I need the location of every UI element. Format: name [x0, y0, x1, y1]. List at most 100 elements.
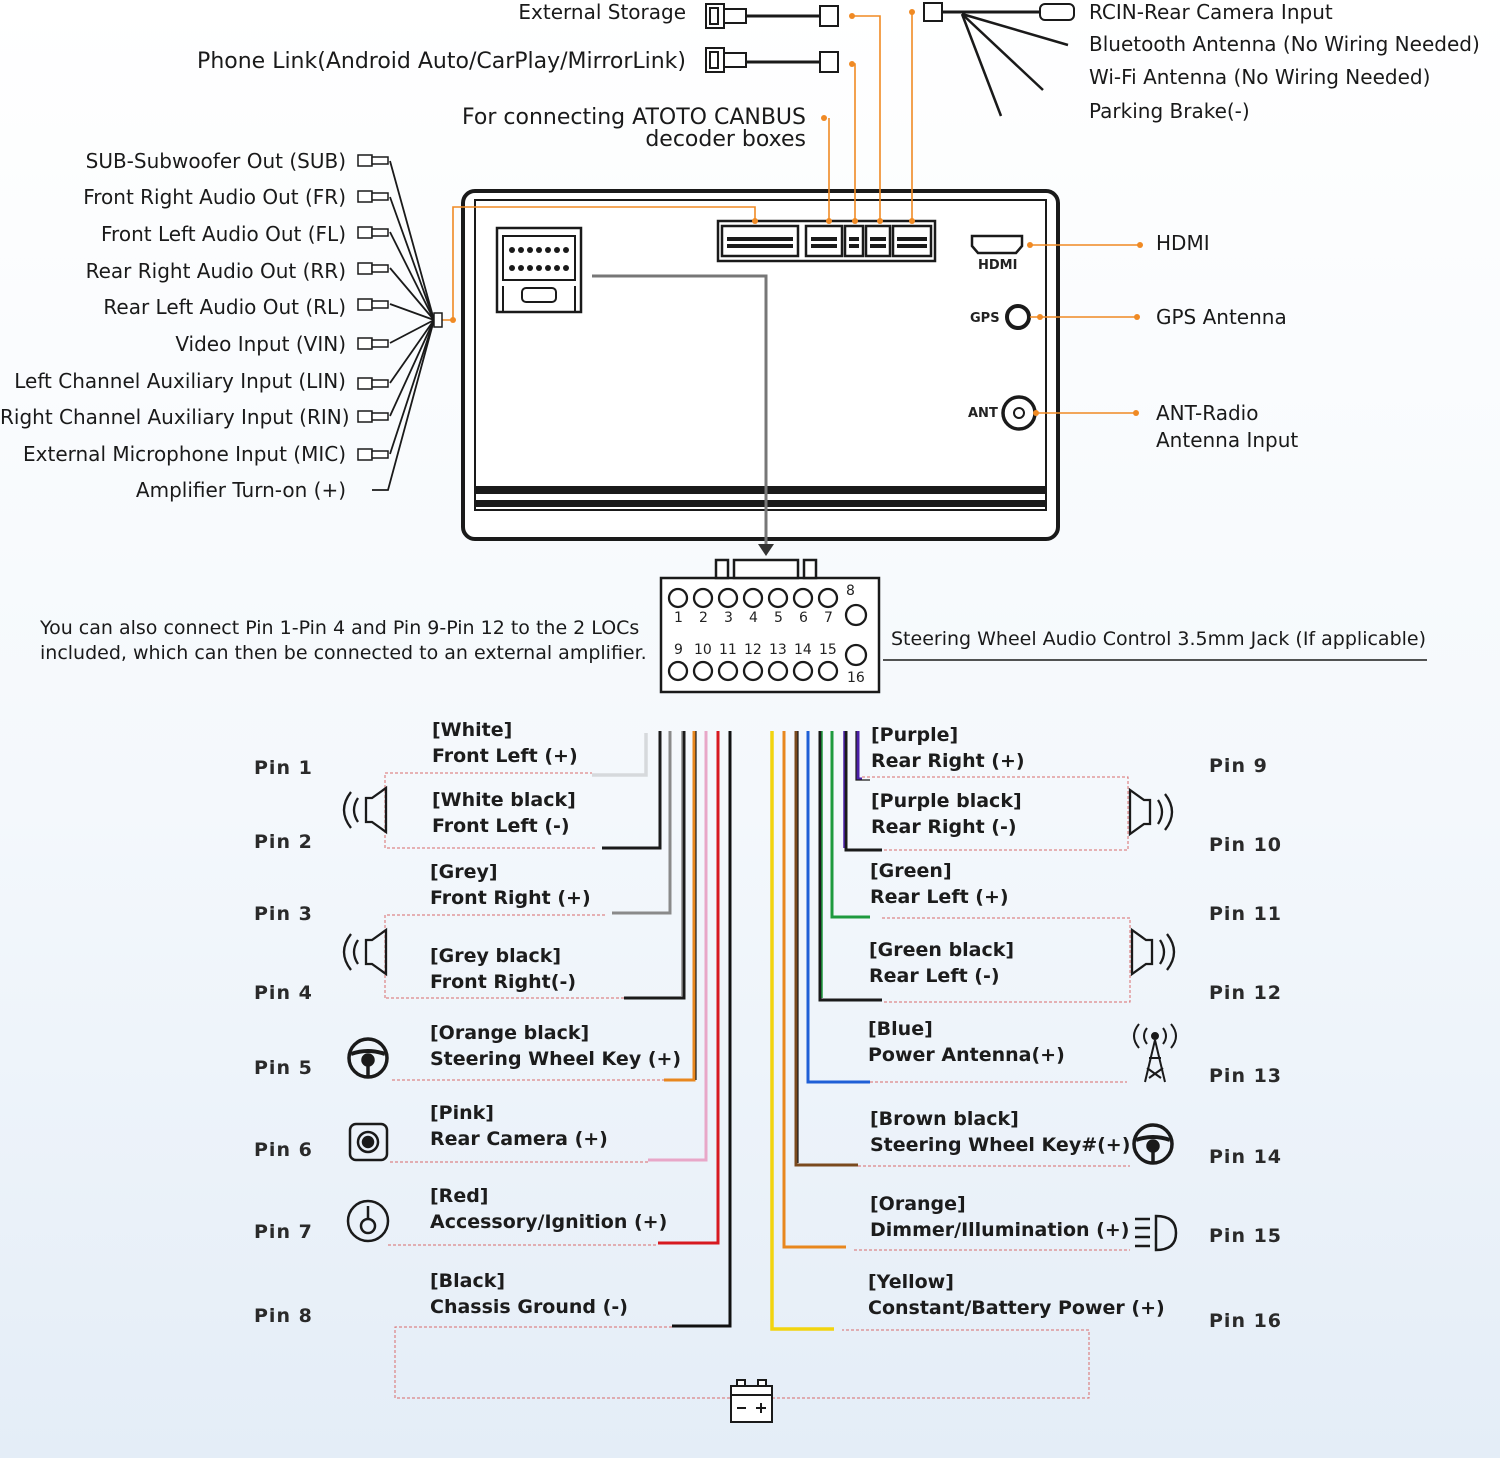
wire-label-pin8: [Black]Chassis Ground (-)	[430, 1270, 628, 1318]
label-rca-mic: External Microphone Input (MIC)	[23, 442, 346, 466]
tag-gps: GPS	[970, 311, 1000, 326]
wire-label-pin7: [Red]Accessory/Ignition (+)	[430, 1185, 668, 1233]
label-canbus-line1: For connecting ATOTO CANBUS	[462, 105, 806, 130]
pin-label-12: Pin 12	[1209, 982, 1283, 1004]
label-rca-lin: Left Channel Auxiliary Input (LIN)	[14, 369, 346, 393]
note-steering-jack: Steering Wheel Audio Control 3.5mm Jack …	[891, 628, 1427, 650]
wire-label-pin13: [Blue]Power Antenna(+)	[868, 1018, 1065, 1066]
speaker-icon-front-right	[342, 927, 388, 977]
pin-label-10: Pin 10	[1209, 834, 1283, 856]
wire-label-pin12: [Green black]Rear Left (-)	[869, 939, 1015, 987]
label-rca-vin: Video Input (VIN)	[175, 332, 346, 356]
conn-num-11: 11	[719, 642, 737, 658]
pin-label-2: Pin 2	[254, 831, 313, 853]
label-rca-rin: Right Channel Auxiliary Input (RIN)	[0, 405, 350, 429]
wire-label-pin10: [Purple black]Rear Right (-)	[871, 790, 1022, 838]
gps-jack-icon	[1005, 304, 1031, 330]
conn-num-1: 1	[674, 610, 683, 626]
speaker-icon-rear-left	[1130, 927, 1176, 977]
wire-label-pin1: [White]Front Left (+)	[432, 719, 578, 767]
pin-label-9: Pin 9	[1209, 755, 1268, 777]
conn-num-10: 10	[694, 642, 712, 658]
iso-connector	[659, 558, 881, 694]
wire-label-pin15: [Orange]Dimmer/Illumination (+)	[870, 1193, 1130, 1241]
camera-icon	[348, 1122, 389, 1162]
pin-label-7: Pin 7	[254, 1221, 313, 1243]
conn-num-12: 12	[744, 642, 762, 658]
wire-label-pin4: [Grey black]Front Right(-)	[430, 945, 577, 993]
pin-label-5: Pin 5	[254, 1057, 313, 1079]
battery-icon	[730, 1379, 773, 1423]
ignition-key-icon	[346, 1199, 390, 1243]
label-bluetooth-antenna: Bluetooth Antenna (No Wiring Needed)	[1089, 32, 1480, 56]
conn-num-4: 4	[749, 610, 758, 626]
conn-num-14: 14	[794, 642, 812, 658]
main-harness-socket	[495, 226, 583, 314]
pin-label-11: Pin 11	[1209, 903, 1283, 925]
conn-num-6: 6	[799, 610, 808, 626]
wire-label-pin14: [Brown black]Steering Wheel Key#(+)	[870, 1108, 1131, 1156]
label-rcin: RCIN-Rear Camera Input	[1089, 0, 1333, 24]
conn-num-7: 7	[824, 610, 833, 626]
headlight-icon	[1135, 1214, 1178, 1252]
pin-label-14: Pin 14	[1209, 1146, 1283, 1168]
wire-label-pin16: [Yellow]Constant/Battery Power (+)	[868, 1271, 1165, 1319]
label-hdmi: HDMI	[1156, 231, 1210, 255]
wire-label-pin5: [Orange black]Steering Wheel Key (+)	[430, 1022, 682, 1070]
label-rca-amp: Amplifier Turn-on (+)	[135, 478, 346, 502]
wire-label-pin9: [Purple]Rear Right (+)	[871, 724, 1025, 772]
tag-hdmi: HDMI	[978, 258, 1018, 273]
pin-label-1: Pin 1	[254, 757, 313, 779]
pin-label-6: Pin 6	[254, 1139, 313, 1161]
label-phone-link: Phone Link(Android Auto/CarPlay/MirrorLi…	[197, 49, 686, 74]
usb-plug-phone-link	[705, 47, 839, 73]
label-rca-fl: Front Left Audio Out (FL)	[101, 222, 346, 246]
ant-jack-icon	[1001, 395, 1037, 431]
label-ant-line1: ANT-Radio	[1156, 401, 1259, 425]
label-ant-line2: Antenna Input	[1156, 428, 1299, 452]
label-external-storage: External Storage	[518, 0, 686, 24]
rca-cable-fan	[372, 160, 435, 491]
note-loc-line1: You can also connect Pin 1-Pin 4 and Pin…	[40, 617, 640, 639]
wire-label-pin2: [White black]Front Left (-)	[432, 789, 576, 837]
pin-label-13: Pin 13	[1209, 1065, 1283, 1087]
pin-label-15: Pin 15	[1209, 1225, 1283, 1247]
rca-plugs	[357, 154, 389, 461]
hdmi-port-icon	[970, 234, 1024, 255]
pin-label-3: Pin 3	[254, 903, 313, 925]
head-unit-rail-top	[475, 486, 1046, 494]
tag-ant: ANT	[968, 406, 998, 421]
conn-num-15: 15	[819, 642, 837, 658]
label-rca-rr: Rear Right Audio Out (RR)	[85, 259, 346, 283]
head-unit-body	[461, 189, 1060, 541]
rcin-bundle	[923, 2, 1075, 117]
antenna-tower-icon	[1133, 1023, 1177, 1083]
steering-wheel-icon-pin14	[1132, 1123, 1174, 1165]
wire-label-pin11: [Green]Rear Left (+)	[870, 860, 1009, 908]
speaker-icon-front-left	[342, 785, 388, 835]
pin-label-16: Pin 16	[1209, 1310, 1283, 1332]
label-rca-sub: SUB-Subwoofer Out (SUB)	[85, 149, 346, 173]
pin-label-8: Pin 8	[254, 1305, 313, 1327]
wire-label-pin3: [Grey]Front Right (+)	[430, 861, 591, 909]
label-wifi-antenna: Wi-Fi Antenna (No Wiring Needed)	[1089, 65, 1431, 89]
conn-num-9: 9	[674, 642, 683, 658]
label-rca-fr: Front Right Audio Out (FR)	[83, 185, 346, 209]
head-unit-rail-bottom	[475, 500, 1046, 507]
head-unit-inner	[474, 199, 1047, 511]
steering-wheel-icon-pin5	[347, 1037, 389, 1079]
label-parking-brake: Parking Brake(-)	[1089, 99, 1250, 123]
pin-label-4: Pin 4	[254, 982, 313, 1004]
speaker-icon-rear-right	[1128, 787, 1174, 837]
conn-num-5: 5	[774, 610, 783, 626]
conn-num-2: 2	[699, 610, 708, 626]
conn-num-8: 8	[846, 583, 855, 599]
label-gps: GPS Antenna	[1156, 305, 1287, 329]
conn-num-3: 3	[724, 610, 733, 626]
label-canbus-line2: decoder boxes	[645, 127, 806, 152]
label-rca-rl: Rear Left Audio Out (RL)	[103, 295, 346, 319]
note-loc-line2: included, which can then be connected to…	[40, 642, 647, 664]
conn-num-16: 16	[847, 670, 865, 686]
